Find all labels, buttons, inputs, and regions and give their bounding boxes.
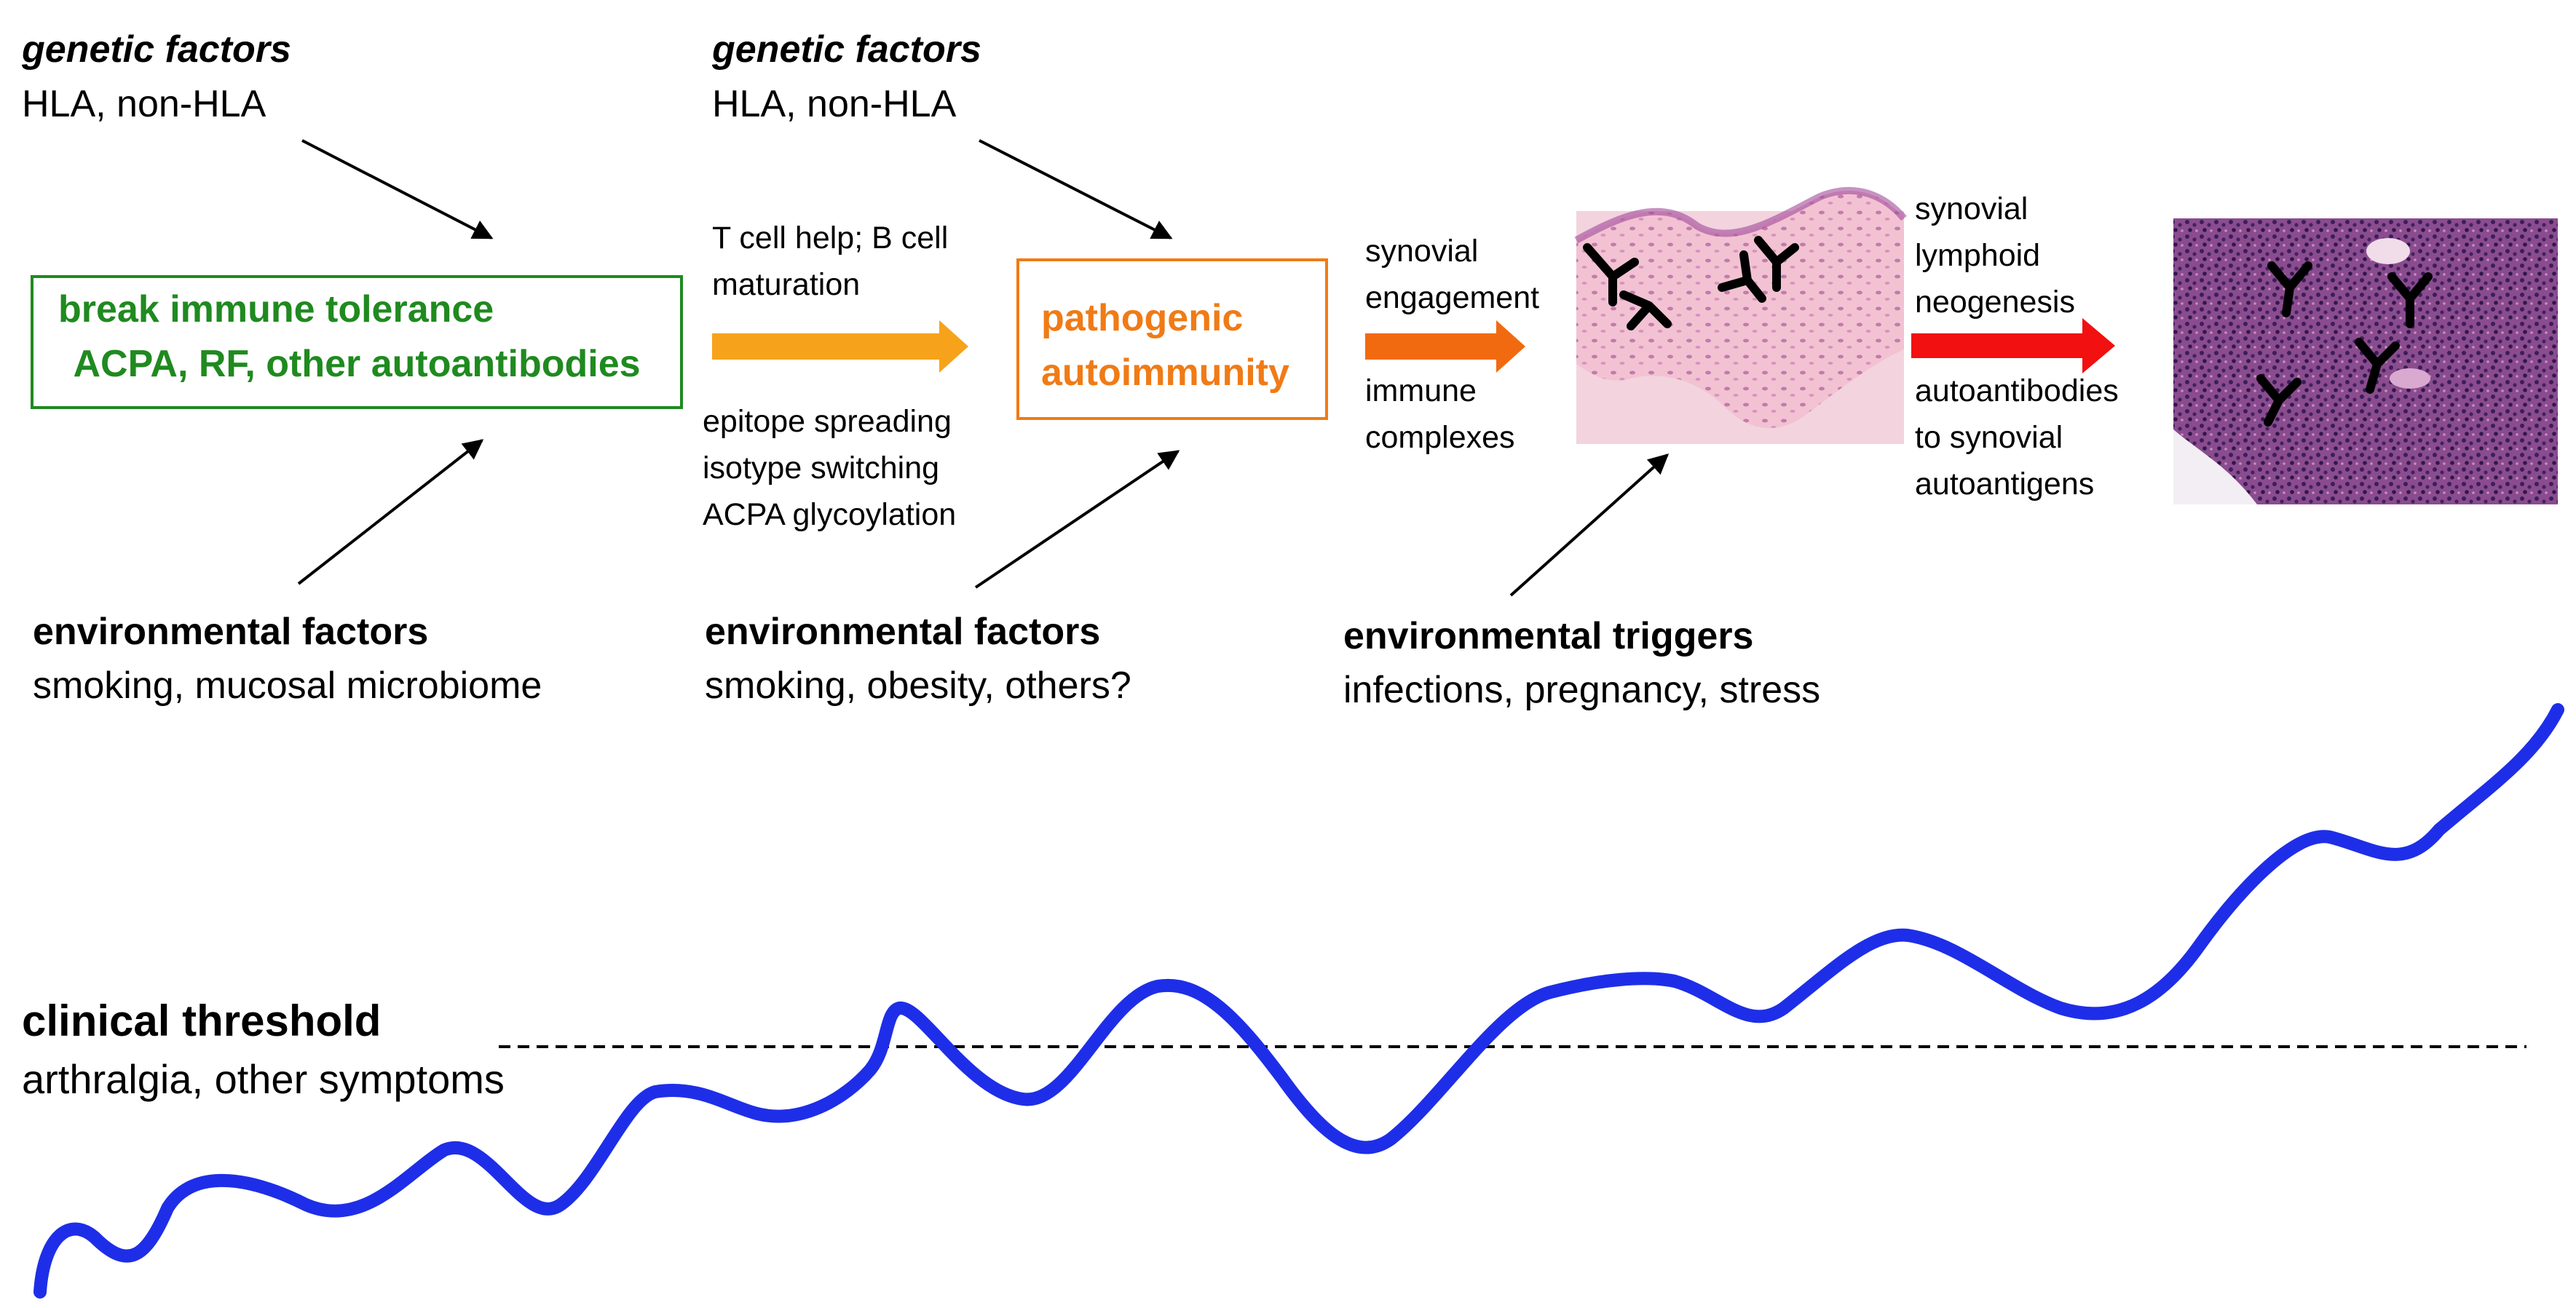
antibody-icon: [1583, 243, 1639, 306]
antibody-icon: [2387, 272, 2433, 328]
genetic-arrow-2: [979, 139, 1173, 239]
genetic-arrow-1: [301, 139, 494, 239]
box2-line1: pathogenic: [1041, 297, 1244, 339]
arrow1-label-below-1: epitope spreading: [703, 404, 952, 439]
pathogenic-autoimmunity-box: [1016, 258, 1328, 420]
stage3-env-text: infections, pregnancy, stress: [1343, 669, 1821, 711]
arrow2-label-above-1: synovial: [1365, 234, 1479, 269]
antibody-icon: [1619, 290, 1672, 330]
antibody-icon: [2355, 338, 2400, 394]
arrow2-label-above-2: engagement: [1365, 280, 1540, 315]
arrow1-label-above-1: T cell help; B cell: [712, 221, 949, 255]
arrow1-label-below-3: ACPA glycoylation: [703, 497, 957, 532]
arrow3-label-below-3: autoantigens: [1915, 467, 2095, 502]
antibody-icon: [1754, 236, 1799, 292]
synovium-image: [1574, 187, 1907, 444]
stage1-env-title: environmental factors: [33, 611, 429, 653]
block-arrow-2: [1365, 320, 1525, 373]
environment-arrow-2: [974, 450, 1180, 589]
box2-line2: autoimmunity: [1041, 352, 1289, 394]
box1-line2: ACPA, RF, other autoantibodies: [73, 343, 641, 385]
stage1-genetic-text: HLA, non-HLA: [22, 83, 266, 125]
clinical-threshold-text: arthralgia, other symptoms: [22, 1056, 505, 1102]
arrow3-label-below-1: autoantibodies: [1915, 373, 2119, 408]
arrow3-label-above-3: neogenesis: [1915, 285, 2075, 320]
clinical-threshold-title: clinical threshold: [22, 996, 382, 1045]
arrow2-label-below-1: immune: [1365, 373, 1477, 408]
arrow3-label-below-2: to synovial: [1915, 420, 2063, 455]
antibody-icon: [1718, 250, 1766, 303]
arrow3-label-above-2: lymphoid: [1915, 238, 2041, 273]
arrow1-label-above-2: maturation: [712, 267, 861, 302]
trigger-arrow-3: [1509, 453, 1670, 597]
arrow1-label-below-2: isotype switching: [703, 451, 940, 485]
block-arrow-1: [712, 320, 968, 373]
box1-line1: break immune tolerance: [58, 288, 494, 330]
environment-arrow-1: [297, 439, 484, 585]
block-arrow-3: [1911, 318, 2115, 373]
stage1-genetic-title: genetic factors: [22, 28, 291, 71]
stage2-genetic-text: HLA, non-HLA: [712, 83, 957, 125]
stage1-env-text: smoking, mucosal microbiome: [33, 665, 542, 707]
stage2-genetic-title: genetic factors: [712, 28, 981, 71]
stage2-env-text: smoking, obesity, others?: [705, 665, 1131, 707]
arrow3-label-above-1: synovial: [1915, 191, 2028, 226]
antibody-icon: [2256, 374, 2302, 427]
arrow2-label-below-2: complexes: [1365, 420, 1515, 455]
break-tolerance-box: [31, 275, 683, 409]
lymphoid-histology-image: [2173, 218, 2558, 504]
disease-progression-curve: [33, 703, 2564, 1299]
stage3-env-title: environmental triggers: [1343, 615, 1754, 657]
antibody-icon: [2267, 261, 2312, 317]
stage2-env-title: environmental factors: [705, 611, 1101, 653]
